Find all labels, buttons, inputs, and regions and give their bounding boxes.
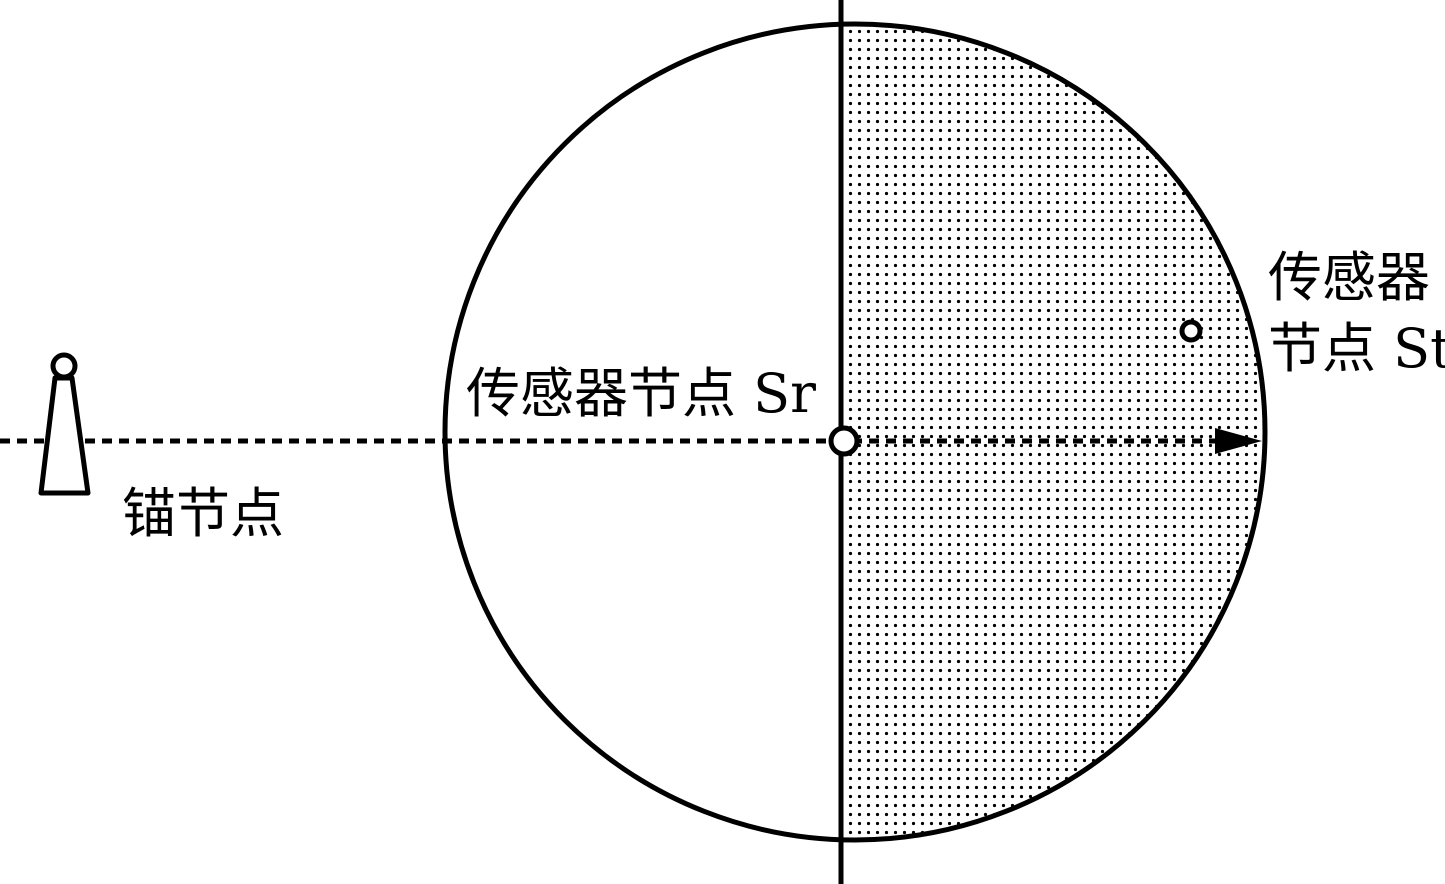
sensor-sr-node-icon xyxy=(828,425,860,457)
anchor-tower-icon xyxy=(38,352,91,496)
sensor-st-label-line2: 节点 St xyxy=(1268,317,1445,380)
sensor-st-node-icon xyxy=(1179,319,1203,343)
communication-range-circle xyxy=(442,21,1268,843)
arrowhead-icon xyxy=(1215,428,1262,454)
sensor-st-label-line1: 传感器 xyxy=(1268,246,1430,309)
sensor-sr-label: 传感器节点 Sr xyxy=(466,362,816,425)
anchor-node-label: 锚节点 xyxy=(122,482,284,545)
